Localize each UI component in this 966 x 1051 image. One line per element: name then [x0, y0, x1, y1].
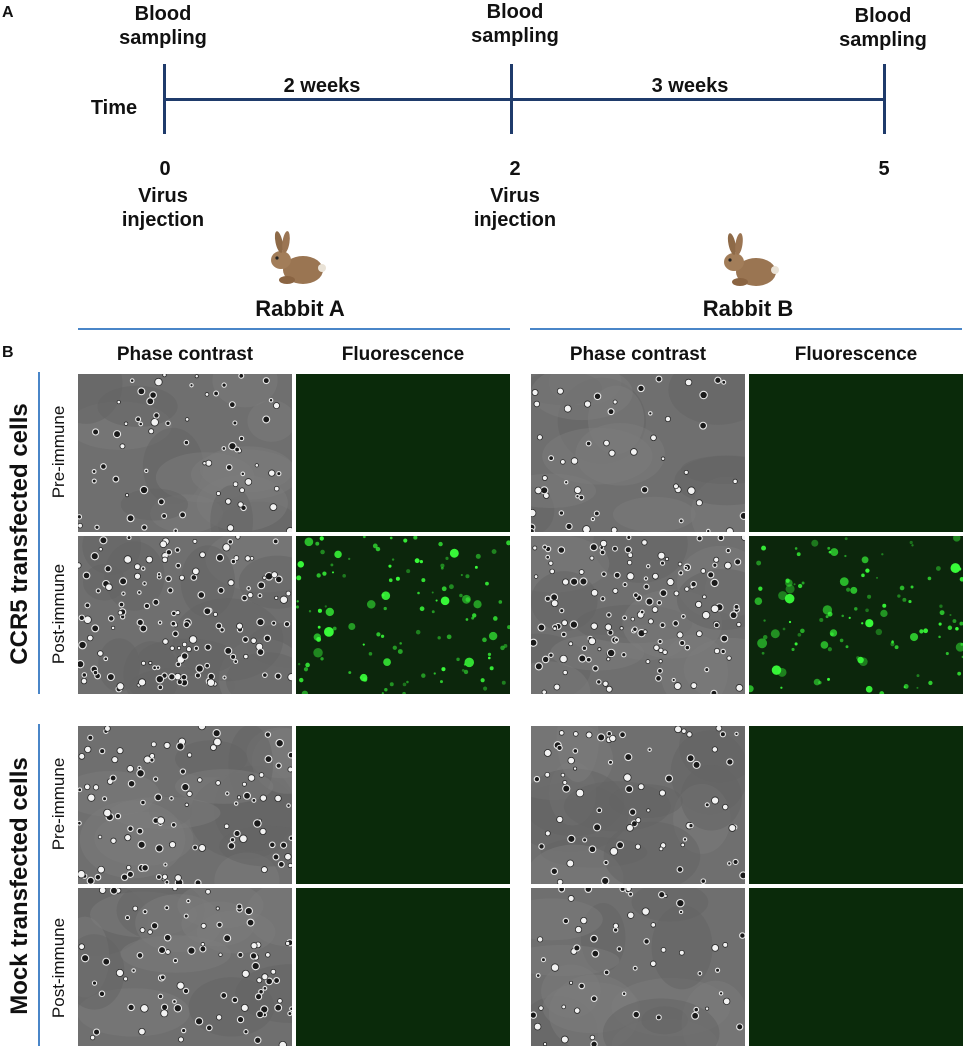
mock-group-rule — [38, 724, 40, 1046]
micrograph-phase-ccr5-post-a — [78, 536, 292, 694]
event-top-2: Blood sampling — [839, 5, 927, 51]
timepoint-2: 2 — [509, 158, 521, 180]
ccr5-group-rule — [38, 372, 40, 694]
time-label: Time — [90, 97, 138, 119]
micrograph-fluo-ccr5-pre-a — [296, 374, 510, 532]
panel-a-letter: A — [2, 4, 14, 21]
timeline-tick-0 — [163, 64, 166, 134]
row-label-ccr5-post: Post-immune — [49, 563, 68, 665]
event-top-1: Blood sampling — [471, 1, 559, 47]
group-label-mock: Mock transfected cells — [6, 757, 33, 1015]
duration-1: 3 weeks — [651, 75, 729, 97]
event-bottom-1: Virus injection — [473, 185, 557, 231]
rabbit-icon — [724, 233, 779, 286]
column-header-phase-a: Phase contrast — [116, 344, 254, 365]
column-header-fluo-a: Fluorescence — [341, 344, 465, 365]
micrograph-fluo-mock-pre-b — [749, 726, 963, 884]
micrograph-fluo-mock-pre-a — [296, 726, 510, 884]
timeline-tick-2 — [510, 64, 513, 134]
event-top-0: Blood sampling — [119, 3, 207, 49]
micrograph-phase-mock-post-a — [78, 888, 292, 1046]
micrograph-fluo-ccr5-pre-b — [749, 374, 963, 532]
micrograph-fluo-ccr5-post-b — [749, 536, 963, 694]
row-label-ccr5-pre: Pre-immune — [49, 405, 68, 499]
rabbit-a-label: Rabbit A — [255, 296, 345, 321]
micrograph-phase-ccr5-pre-b — [531, 374, 745, 532]
rabbit-b-label: Rabbit B — [702, 296, 794, 321]
row-label-mock-pre: Pre-immune — [49, 757, 68, 851]
row-label-mock-post: Post-immune — [49, 917, 68, 1019]
micrograph-fluo-mock-post-b — [749, 888, 963, 1046]
group-label-ccr5: CCR5 transfected cells — [6, 403, 33, 665]
rabbit-icon — [271, 231, 326, 284]
duration-0: 2 weeks — [283, 75, 361, 97]
micrograph-phase-ccr5-post-b — [531, 536, 745, 694]
rabbit-a-rule — [78, 328, 510, 330]
column-header-fluo-b: Fluorescence — [794, 344, 918, 365]
rabbit-b-rule — [530, 328, 962, 330]
micrograph-phase-ccr5-pre-a — [78, 374, 292, 532]
micrograph-phase-mock-pre-a — [78, 726, 292, 884]
micrograph-fluo-mock-post-a — [296, 888, 510, 1046]
event-bottom-0: Virus injection — [121, 185, 205, 231]
micrograph-phase-mock-post-b — [531, 888, 745, 1046]
panel-b-letter: B — [2, 344, 14, 361]
timeline-tick-5 — [883, 64, 886, 134]
micrograph-fluo-ccr5-post-a — [296, 536, 510, 694]
column-header-phase-b: Phase contrast — [569, 344, 707, 365]
micrograph-phase-mock-pre-b — [531, 726, 745, 884]
timepoint-5: 5 — [878, 158, 890, 180]
timeline-axis — [165, 98, 885, 101]
timepoint-0: 0 — [159, 158, 171, 180]
